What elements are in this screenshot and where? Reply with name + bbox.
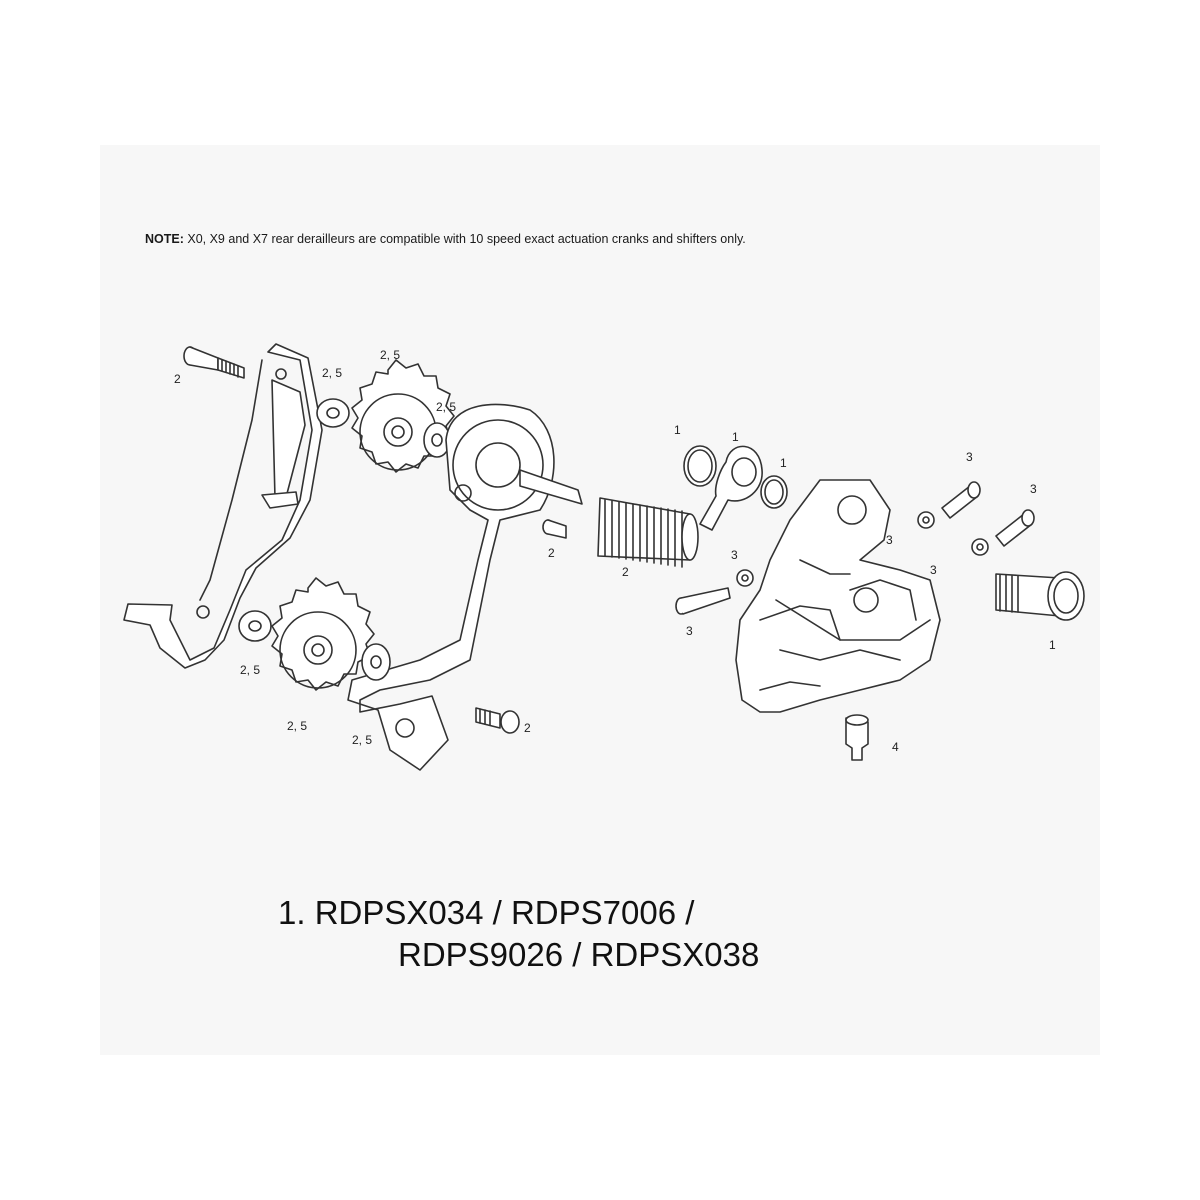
callout-washer-top: 2, 5 <box>322 366 343 380</box>
callout-pulley-top: 2, 5 <box>380 348 401 362</box>
part-numbers: 1. RDPSX034 / RDPS7006 / RDPS9026 / RDPS… <box>278 892 759 976</box>
part-numbers-line-2: RDPS9026 / RDPSX038 <box>398 936 760 973</box>
top-pulley-assembly <box>316 359 455 473</box>
callout-limit-screw: 4 <box>892 740 899 754</box>
callout-bushing: 1 <box>732 430 739 444</box>
pivot-seals <box>683 445 788 531</box>
cage-bolt-bottom <box>475 707 520 734</box>
small-pin <box>542 519 567 539</box>
b-tension-screw <box>675 569 754 615</box>
callout-washer-mid: 3 <box>731 548 738 562</box>
note-label: NOTE: <box>145 232 184 246</box>
callout-mounting-bolt: 1 <box>1049 638 1056 652</box>
part-numbers-line-1: 1. RDPSX034 / RDPS7006 / <box>278 894 695 931</box>
callout-small-pin: 2 <box>548 546 555 560</box>
compatibility-note: NOTE: X0, X9 and X7 rear derailleurs are… <box>145 232 746 246</box>
body-screws <box>917 481 1035 556</box>
callout-pulley-bottom: 2, 5 <box>287 719 308 733</box>
derailleur-body <box>735 479 941 713</box>
callout-oring: 1 <box>674 423 681 437</box>
callout-bolt-top: 2 <box>174 372 181 386</box>
callout-washer-bottom-right: 2, 5 <box>352 733 373 747</box>
callout-screw-mid: 3 <box>686 624 693 638</box>
callout-spring: 2 <box>622 565 629 579</box>
callout-washer-top-right: 2, 5 <box>436 400 457 414</box>
limit-screw <box>845 714 869 761</box>
callout-body-3b: 3 <box>930 563 937 577</box>
mounting-bolt <box>995 571 1085 621</box>
bottom-pulley-assembly <box>238 577 391 691</box>
note-text: X0, X9 and X7 rear derailleurs are compa… <box>183 232 746 246</box>
cage-bolt-top <box>183 346 245 379</box>
callout-screw-top-right-2: 3 <box>1030 482 1037 496</box>
outer-cage-plate <box>123 343 323 669</box>
inner-cage-plate <box>347 403 583 771</box>
callout-seal: 1 <box>780 456 787 470</box>
callout-bolt-bottom: 2 <box>524 721 531 735</box>
callout-screw-top-right-1: 3 <box>966 450 973 464</box>
callout-body-3a: 3 <box>886 533 893 547</box>
return-spring <box>597 497 699 568</box>
callout-washer-bottom: 2, 5 <box>240 663 261 677</box>
